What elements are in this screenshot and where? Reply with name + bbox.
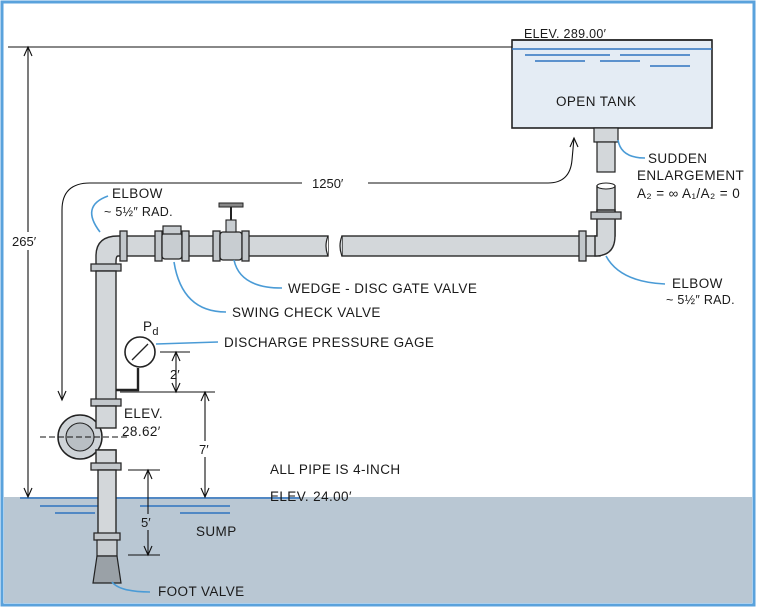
sudden-enlargement-leader [617, 139, 646, 159]
pressure-gage [116, 336, 156, 392]
foot-valve-label: FOOT VALVE [158, 584, 245, 599]
length-1250-label: 1250′ [312, 176, 344, 191]
tank-elevation-label: ELEV. 289.00′ [524, 27, 607, 41]
elbow-right-leader [605, 255, 666, 285]
foot-valve-leader [111, 581, 151, 593]
height-265-label: 265′ [12, 234, 37, 249]
dim-7-label: 7′ [199, 442, 209, 457]
height-dimension [8, 45, 512, 499]
discharge-gage-label: DISCHARGE PRESSURE GAGE [224, 335, 434, 350]
gate-valve [212, 202, 250, 262]
open-tank-label: OPEN TANK [556, 94, 636, 109]
check-valve-label: SWING CHECK VALVE [232, 305, 381, 320]
dim-5-label: 5′ [141, 515, 151, 530]
length-dimension [57, 136, 579, 402]
open-tank [511, 39, 713, 173]
gate-valve-label: WEDGE - DISC GATE VALVE [288, 281, 477, 296]
swing-check-valve [154, 225, 190, 262]
gage-leader [155, 341, 219, 345]
pressure-symbol: Pd [143, 319, 159, 338]
sudden-label: SUDDEN [648, 151, 707, 166]
check-valve-leader [173, 261, 227, 313]
elbow-left-label-1: ELBOW [112, 186, 163, 201]
sump-label: SUMP [196, 524, 237, 539]
pump [57, 405, 122, 471]
elbow-left-leader [90, 195, 109, 233]
horizontal-pipe [119, 209, 622, 262]
sump-water [4, 497, 752, 603]
pump-elev-label-1: ELEV. [124, 406, 163, 421]
all-pipe-label: ALL PIPE IS 4-INCH [270, 462, 401, 477]
elbow-right-label-2: ~ 5½″ RAD. [666, 293, 735, 307]
pump-height-dimension [120, 390, 215, 499]
sump-elevation-label: ELEV. 24.00′ [270, 489, 352, 504]
pump-elev-label-2: 28.62′ [122, 424, 161, 439]
tank-waterlines [512, 48, 712, 67]
area-ratio-label: A₂ = ∞ A₁/A₂ = 0 [637, 186, 740, 201]
enlargement-label: ENLARGEMENT [637, 168, 744, 183]
submergence-dimension [128, 468, 160, 557]
gate-valve-leader [233, 259, 283, 289]
vertical-pipe-left [90, 230, 128, 407]
elbow-left-label-2: ~ 5½″ RAD. [104, 205, 173, 219]
dim-2-label: 2′ [170, 367, 180, 382]
elbow-right-label-1: ELBOW [672, 276, 723, 291]
suction-pipe [92, 469, 122, 584]
